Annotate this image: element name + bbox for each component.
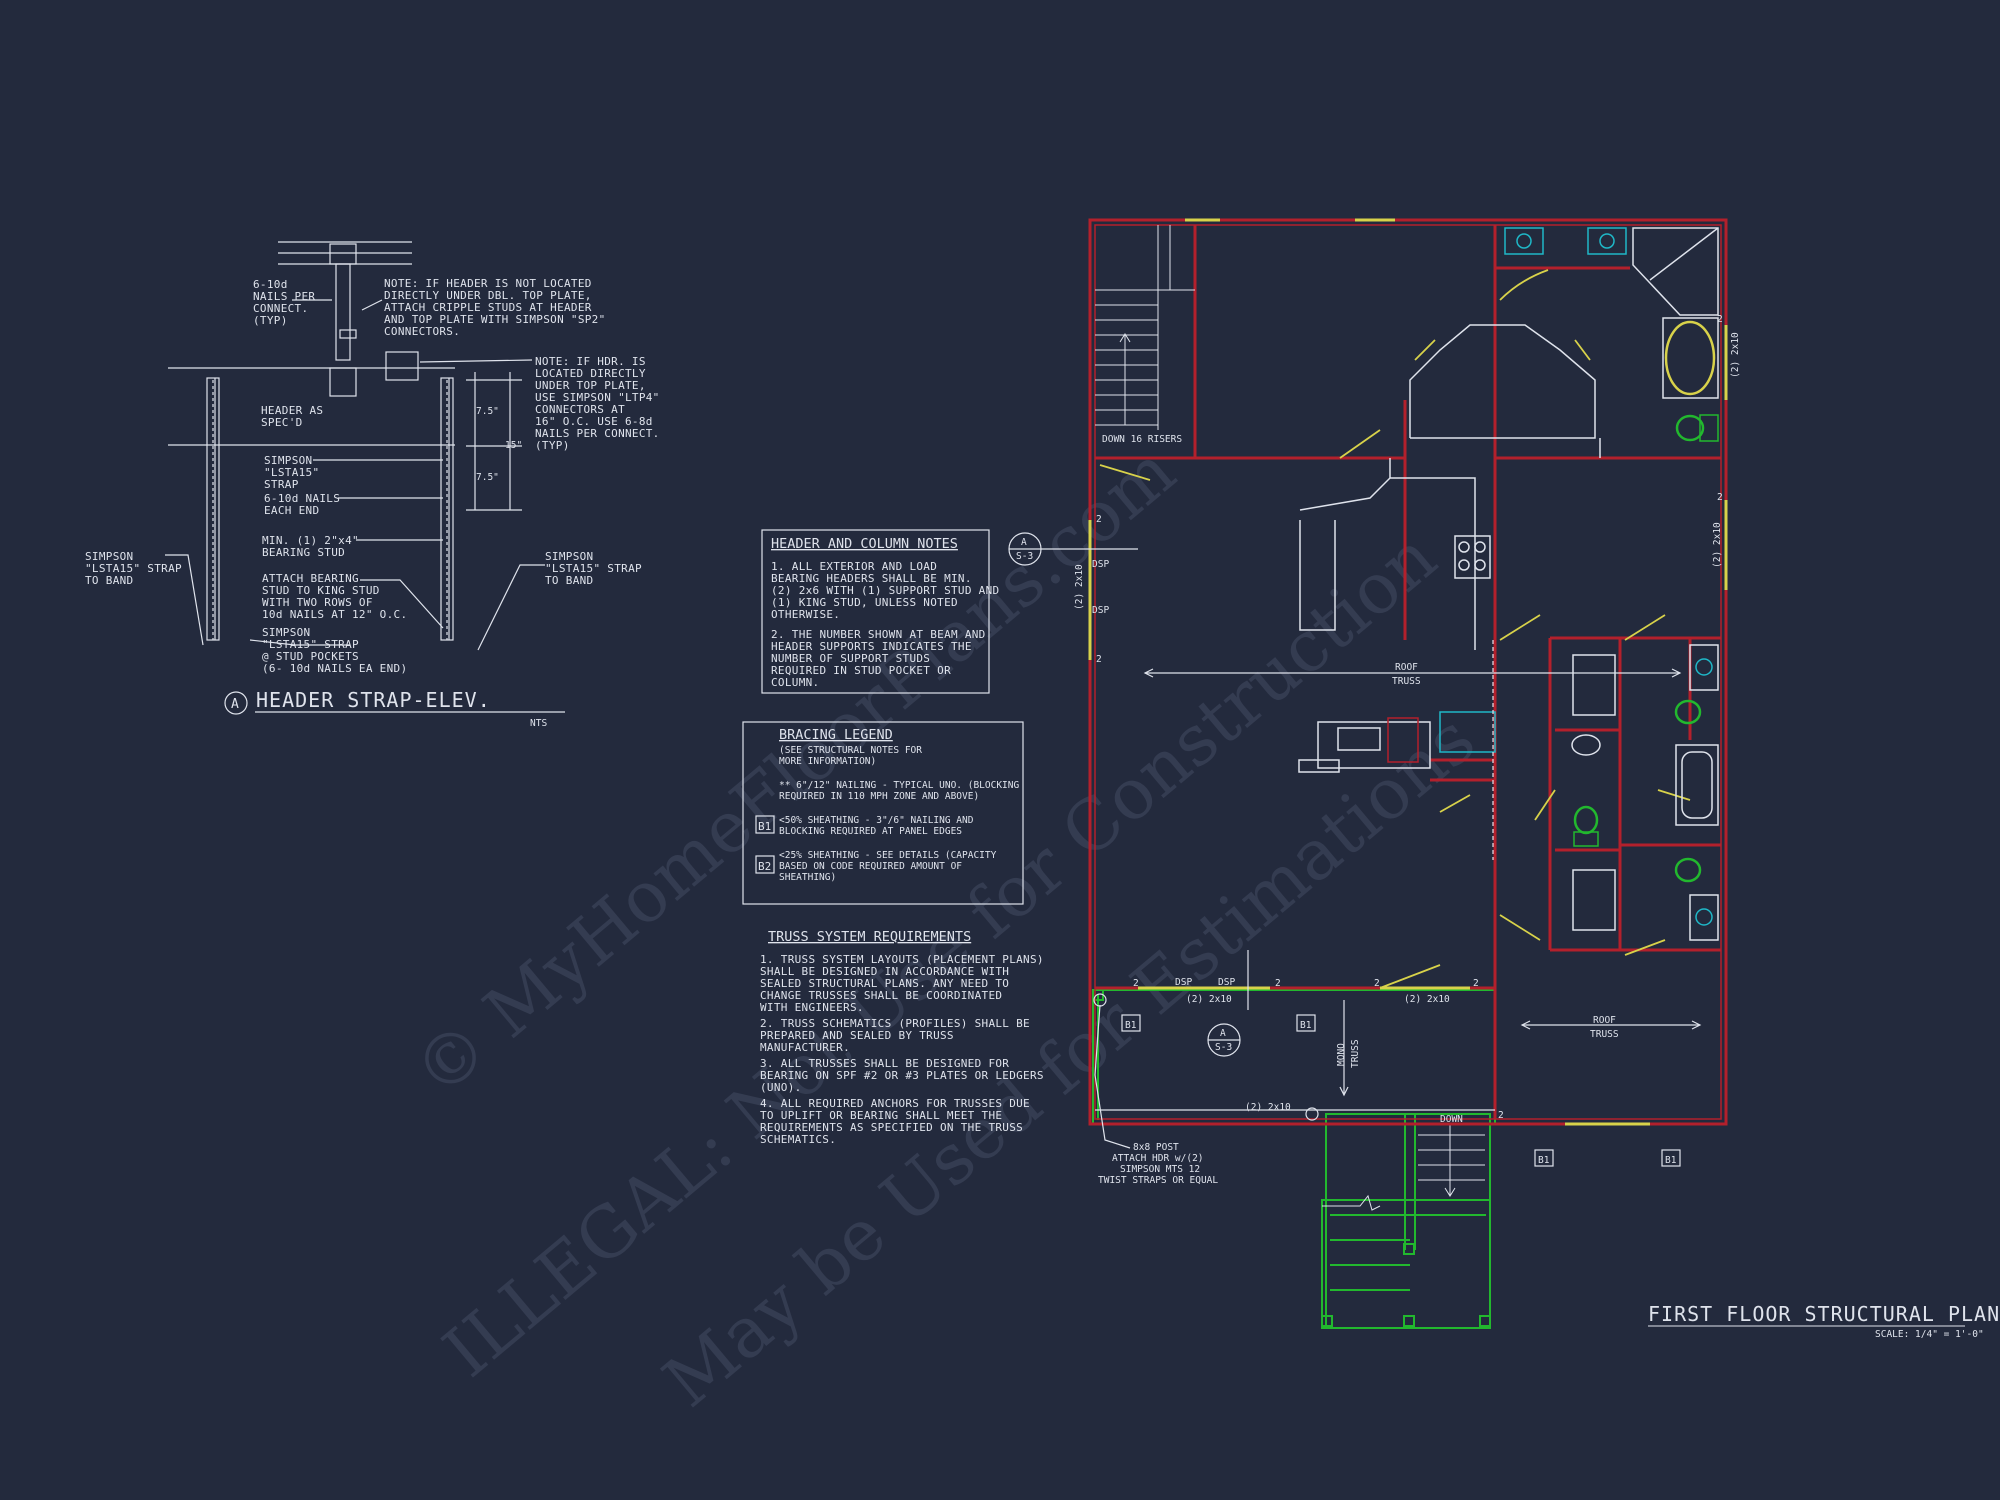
bracing-tag-b1: B1 — [758, 820, 771, 833]
dsp-bottom-2: DSP — [1218, 977, 1235, 988]
section-b-top: A — [1220, 1028, 1226, 1039]
roof-truss-right-1: ROOF — [1593, 1015, 1616, 1026]
header-notes-title: HEADER AND COLUMN NOTES — [771, 536, 958, 552]
bracing-item-1: ** 6"/12" NAILING - TYPICAL UNO. (BLOCKI… — [779, 780, 1019, 802]
doors — [1099, 269, 1691, 989]
header-bottom-1: (2) 2x10 — [1186, 994, 1232, 1005]
first-floor-plan: A S-3 A S-3 B1 B1 B1 B1 DOWN 16 RISERS R… — [1008, 218, 2000, 1340]
plan-labels: DOWN 16 RISERS ROOF TRUSS ROOF TRUSS MON… — [1074, 314, 2000, 1340]
fixtures — [1298, 227, 1719, 941]
stud-count-8: 2 — [1717, 492, 1723, 503]
interior-stairs — [1095, 225, 1195, 430]
tag-b1-center: B1 — [1300, 1020, 1312, 1031]
tag-b1-right-1: B1 — [1538, 1155, 1550, 1166]
header-right-mid: (2) 2x10 — [1712, 522, 1723, 568]
detail-marker: A — [231, 697, 239, 712]
tag-b1-porch: B1 — [1125, 1020, 1137, 1031]
strap-pockets-label: SIMPSON"LSTA15" STRAP@ STUD POCKETS(6- 1… — [262, 626, 407, 675]
header-column-notes: HEADER AND COLUMN NOTES 1. ALL EXTERIOR … — [761, 529, 1006, 694]
roof-truss-right-2: TRUSS — [1590, 1029, 1619, 1040]
stud-count-6: 2 — [1473, 978, 1479, 989]
mono-truss-1: MONO — [1336, 1043, 1347, 1066]
stud-count-2: 2 — [1096, 654, 1102, 665]
strap-label: SIMPSON"LSTA15"STRAP — [264, 454, 319, 491]
stud-count-1: 2 — [1096, 514, 1102, 525]
dsp-bottom-1: DSP — [1175, 977, 1192, 988]
bracing-legend: BRACING LEGEND (SEE STRUCTURAL NOTES FOR… — [742, 721, 1024, 905]
truss-requirements: TRUSS SYSTEM REQUIREMENTS 1. TRUSS SYSTE… — [760, 929, 1051, 1146]
dim-lower: 7.5" — [476, 472, 499, 483]
stud-count-4: 2 — [1275, 978, 1281, 989]
header-porch: (2) 2x10 — [1245, 1102, 1291, 1113]
section-a-sheet: S-3 — [1016, 551, 1033, 562]
header-strap-detail — [165, 241, 565, 715]
master-bump — [1299, 324, 1601, 650]
dsp-left-1: DSP — [1092, 559, 1109, 570]
roof-truss-main-1: ROOF — [1395, 662, 1418, 673]
detail-title: HEADER STRAP-ELEV. — [256, 688, 491, 712]
porch-down-note: DOWN — [1440, 1114, 1463, 1125]
stair-note: DOWN 16 RISERS — [1102, 434, 1182, 445]
section-b-sheet: S-3 — [1215, 1042, 1232, 1053]
bracing-tag-b2: B2 — [758, 860, 771, 873]
porch-stairs — [1322, 1125, 1485, 1211]
roof-truss-main-2: TRUSS — [1392, 676, 1421, 687]
dsp-left-2: DSP — [1092, 605, 1109, 616]
header-right-top: (2) 2x10 — [1730, 332, 1741, 378]
dim-upper: 7.5" — [476, 406, 499, 417]
truss-requirements-body: 1. TRUSS SYSTEM LAYOUTS (PLACEMENT PLANS… — [760, 953, 1051, 1146]
truss-requirements-title: TRUSS SYSTEM REQUIREMENTS — [768, 929, 971, 945]
plan-title: FIRST FLOOR STRUCTURAL PLAN — [1648, 1302, 2000, 1326]
bracing-legend-title: BRACING LEGEND — [779, 727, 893, 743]
stud-count-3: 2 — [1133, 978, 1139, 989]
header-notes-body: 1. ALL EXTERIOR AND LOAD BEARING HEADERS… — [771, 560, 1006, 689]
truss-arrows — [1095, 640, 1702, 1111]
mono-truss-2: TRUSS — [1350, 1039, 1361, 1068]
stud-count-5: 2 — [1374, 978, 1380, 989]
header-bottom-2: (2) 2x10 — [1404, 994, 1450, 1005]
stud-count-7: 2 — [1717, 314, 1723, 325]
stud-count-9: 2 — [1498, 1110, 1504, 1121]
windows — [1088, 218, 1728, 1126]
detail-scale: NTS — [530, 718, 547, 729]
section-a-top: A — [1021, 537, 1027, 548]
header-left: (2) 2x10 — [1074, 564, 1085, 610]
dim-total: 15" — [505, 440, 522, 451]
bearing-stud-label: MIN. (1) 2"x4"BEARING STUD — [262, 534, 359, 559]
tag-b1-right-2: B1 — [1665, 1155, 1677, 1166]
section-markers — [1008, 532, 1319, 1149]
bracing-tags: B1 B1 B1 B1 — [1121, 1014, 1681, 1167]
plan-scale: SCALE: 1/4" = 1'-0" — [1875, 1329, 1984, 1340]
section-marker-text: A S-3 A S-3 — [1016, 537, 1232, 1053]
